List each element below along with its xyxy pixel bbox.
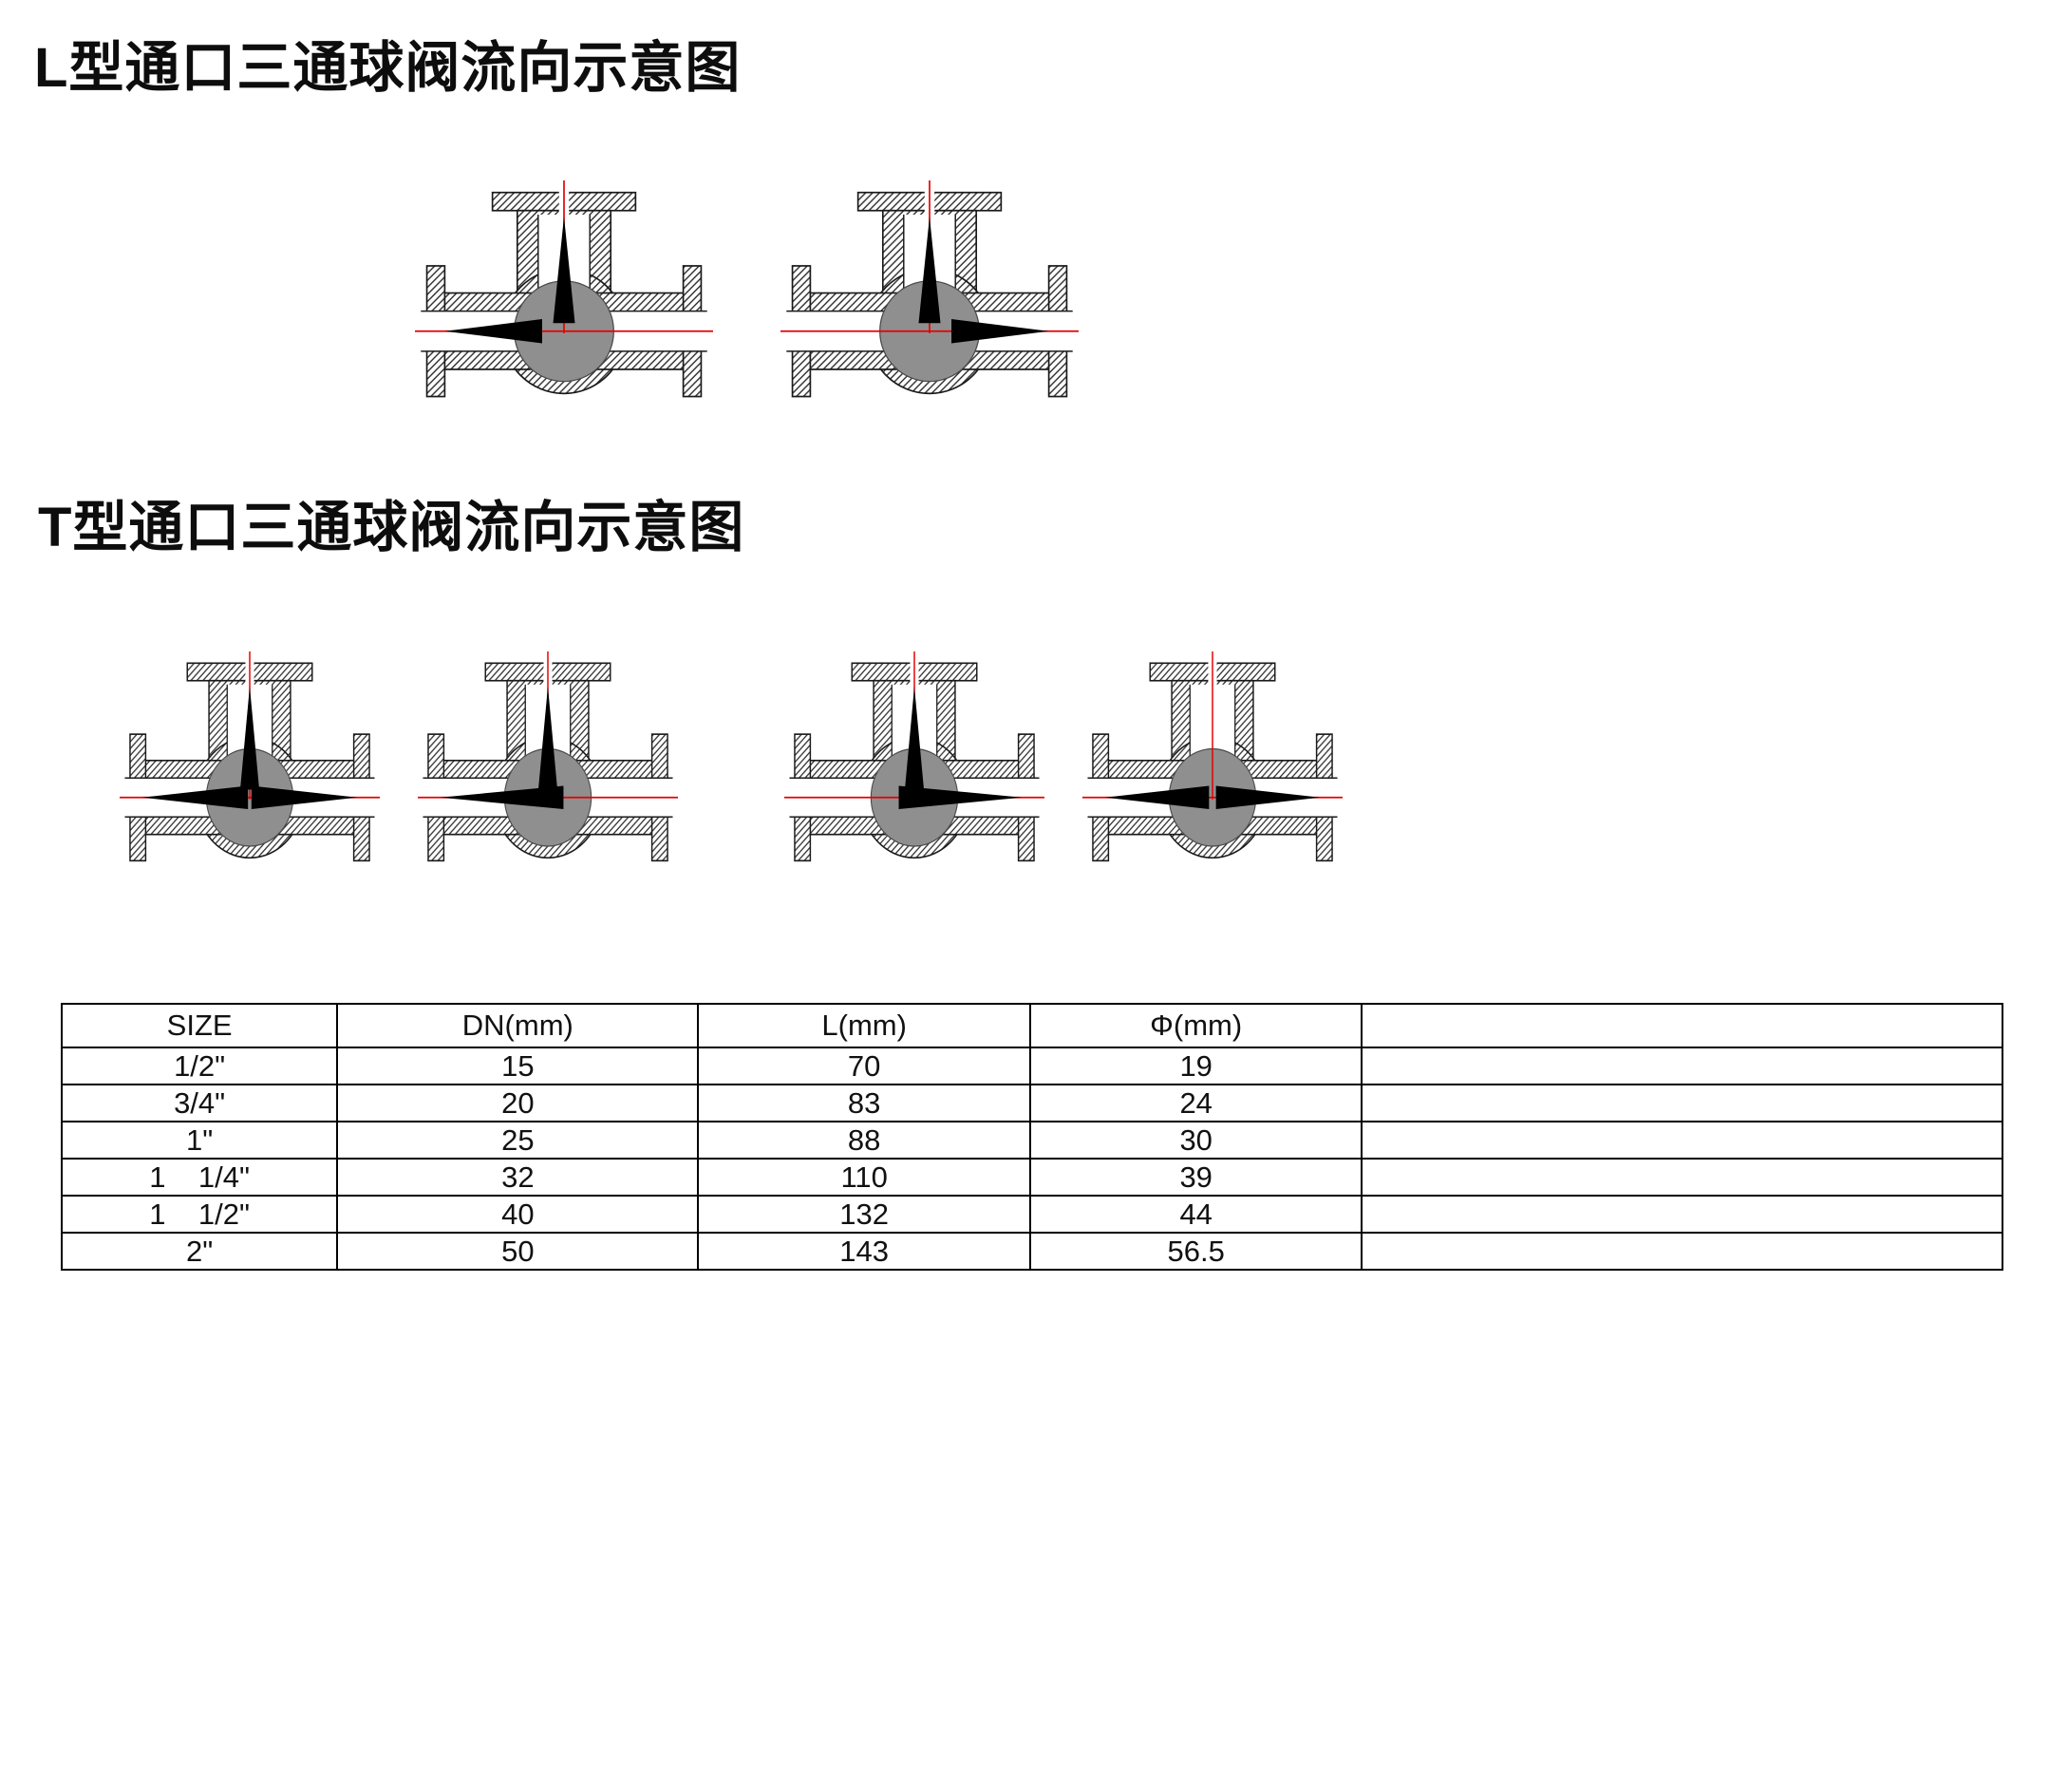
flow-arrow-left — [1104, 785, 1210, 810]
table-cell: 40 — [336, 1195, 700, 1234]
flow-arrow-right — [898, 785, 1023, 810]
table-cell: 39 — [1028, 1158, 1363, 1197]
l-type-valve-diagram-2 — [780, 180, 1079, 422]
t-type-section-title: T型通口三通球阀流向示意图 — [38, 497, 745, 558]
t-valve-1-svg — [120, 651, 380, 862]
table-cell: 44 — [1028, 1195, 1363, 1234]
table-cell: 110 — [697, 1158, 1031, 1197]
table-cell: 56.5 — [1028, 1232, 1363, 1271]
flow-arrow-right — [251, 785, 358, 810]
table-cell — [1361, 1232, 2003, 1271]
t-type-valve-diagram-3 — [784, 651, 1044, 885]
t-valve-4-svg — [1082, 651, 1343, 862]
table-cell: 20 — [336, 1084, 700, 1122]
flow-arrow-up — [239, 686, 260, 790]
table-cell: 143 — [697, 1232, 1031, 1271]
column-header — [1361, 1003, 2003, 1048]
table-cell: 15 — [336, 1047, 700, 1085]
table-cell — [1361, 1047, 2003, 1085]
flow-arrow-right — [951, 319, 1049, 344]
table-cell — [1361, 1121, 2003, 1160]
table-cell: 19 — [1028, 1047, 1363, 1085]
table-cell: 1" — [60, 1121, 339, 1160]
column-header: Φ(mm) — [1028, 1003, 1363, 1048]
flow-arrow-left — [141, 785, 249, 810]
table-cell: 1 1/4" — [60, 1158, 339, 1197]
table-cell — [1361, 1084, 2003, 1122]
l-valve-2-svg — [780, 180, 1079, 398]
t-type-valve-diagram-2 — [418, 651, 678, 885]
table-cell: 132 — [697, 1195, 1031, 1234]
table-cell: 30 — [1028, 1121, 1363, 1160]
table-cell: 1 1/2" — [60, 1195, 339, 1234]
flow-arrow-up — [918, 217, 941, 324]
t-valve-3-svg — [784, 651, 1044, 862]
flow-arrow-left — [440, 785, 564, 810]
table-cell: 1/2" — [60, 1047, 339, 1085]
table-cell — [1361, 1195, 2003, 1234]
l-type-valve-diagram-1 — [415, 180, 713, 422]
table-cell — [1361, 1158, 2003, 1197]
t-type-valve-diagram-1 — [120, 651, 380, 885]
flow-arrow-up — [904, 686, 925, 790]
t-type-valve-diagram-4 — [1082, 651, 1343, 885]
table-cell: 88 — [697, 1121, 1031, 1160]
table-cell: 70 — [697, 1047, 1031, 1085]
table-cell: 3/4" — [60, 1084, 339, 1122]
l-valve-1-svg — [415, 180, 713, 398]
column-header: L(mm) — [697, 1003, 1031, 1048]
table-cell: 24 — [1028, 1084, 1363, 1122]
table-cell: 83 — [697, 1084, 1031, 1122]
table-cell: 50 — [336, 1232, 700, 1271]
table-cell: 25 — [336, 1121, 700, 1160]
t-valve-2-svg — [418, 651, 678, 862]
l-type-section-title: L型通口三通球阀流向示意图 — [34, 37, 742, 99]
flow-arrow-up — [537, 686, 558, 790]
flow-arrow-left — [444, 319, 542, 344]
table-cell: 32 — [336, 1158, 700, 1197]
flow-arrow-up — [553, 217, 575, 324]
column-header: SIZE — [60, 1003, 339, 1048]
column-header: DN(mm) — [336, 1003, 700, 1048]
table-cell: 2" — [60, 1232, 339, 1271]
flow-arrow-right — [1215, 785, 1321, 810]
